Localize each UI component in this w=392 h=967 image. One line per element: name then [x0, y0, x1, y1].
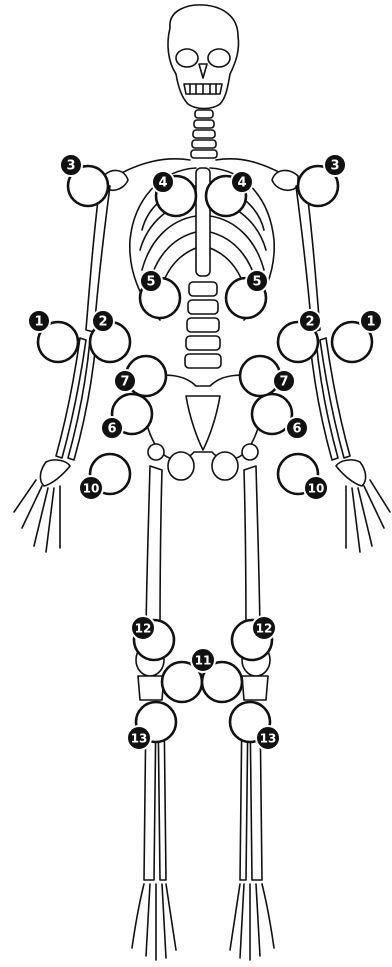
badge-label: 5	[146, 275, 155, 290]
badge-p3-right: 3	[324, 154, 346, 176]
lumbar-spine	[185, 282, 221, 368]
badge-p1-right: 1	[360, 310, 382, 332]
skull	[168, 5, 239, 109]
badge-label: 5	[252, 275, 261, 290]
badge-p3-left: 3	[60, 154, 82, 176]
badge-p2-right: 2	[299, 310, 321, 332]
badge-p6-right: 6	[286, 417, 308, 439]
badge-p5-left: 5	[140, 270, 162, 292]
badge-label: 12	[256, 622, 273, 636]
badge-label: 3	[330, 159, 339, 174]
badge-p12-right: 12	[252, 616, 276, 640]
cervical-spine	[191, 110, 217, 158]
badge-label: 7	[279, 375, 288, 390]
badge-label: 6	[292, 422, 301, 437]
badge-label: 13	[131, 732, 148, 746]
badge-label: 2	[98, 315, 107, 330]
skeleton-figure	[14, 5, 390, 960]
badge-label: 1	[366, 315, 375, 330]
badge-p13-left: 13	[127, 726, 151, 750]
badge-p7-right: 7	[273, 370, 295, 392]
badge-p12-left: 12	[131, 616, 155, 640]
badge-p4-right: 4	[231, 171, 253, 193]
badge-label: 4	[158, 176, 167, 191]
badge-label: 2	[305, 315, 314, 330]
badge-label: 4	[237, 176, 246, 191]
feet	[132, 884, 274, 960]
badge-label: 6	[107, 422, 116, 437]
badge-label: 3	[66, 159, 75, 174]
badge-p13-right: 13	[256, 726, 280, 750]
badge-p4-left: 4	[152, 171, 174, 193]
badge-p10-right: 10	[304, 476, 328, 500]
pelvis	[144, 375, 261, 480]
badge-p5-right: 5	[246, 270, 268, 292]
badge-label: 13	[260, 732, 277, 746]
badge-label: 10	[308, 482, 325, 496]
badge-p10-left: 10	[79, 476, 103, 500]
femurs	[146, 466, 260, 642]
badge-label: 12	[135, 622, 152, 636]
badge-p6-left: 6	[101, 417, 123, 439]
badge-label: 1	[34, 315, 43, 330]
badge-p2-left: 2	[92, 310, 114, 332]
badge-label: 7	[120, 375, 129, 390]
badge-label: 10	[83, 482, 100, 496]
badge-label: 11	[195, 654, 212, 668]
badge-p7-left: 7	[114, 370, 136, 392]
badge-p1-left: 1	[28, 310, 50, 332]
badge-p11: 11	[191, 648, 215, 672]
